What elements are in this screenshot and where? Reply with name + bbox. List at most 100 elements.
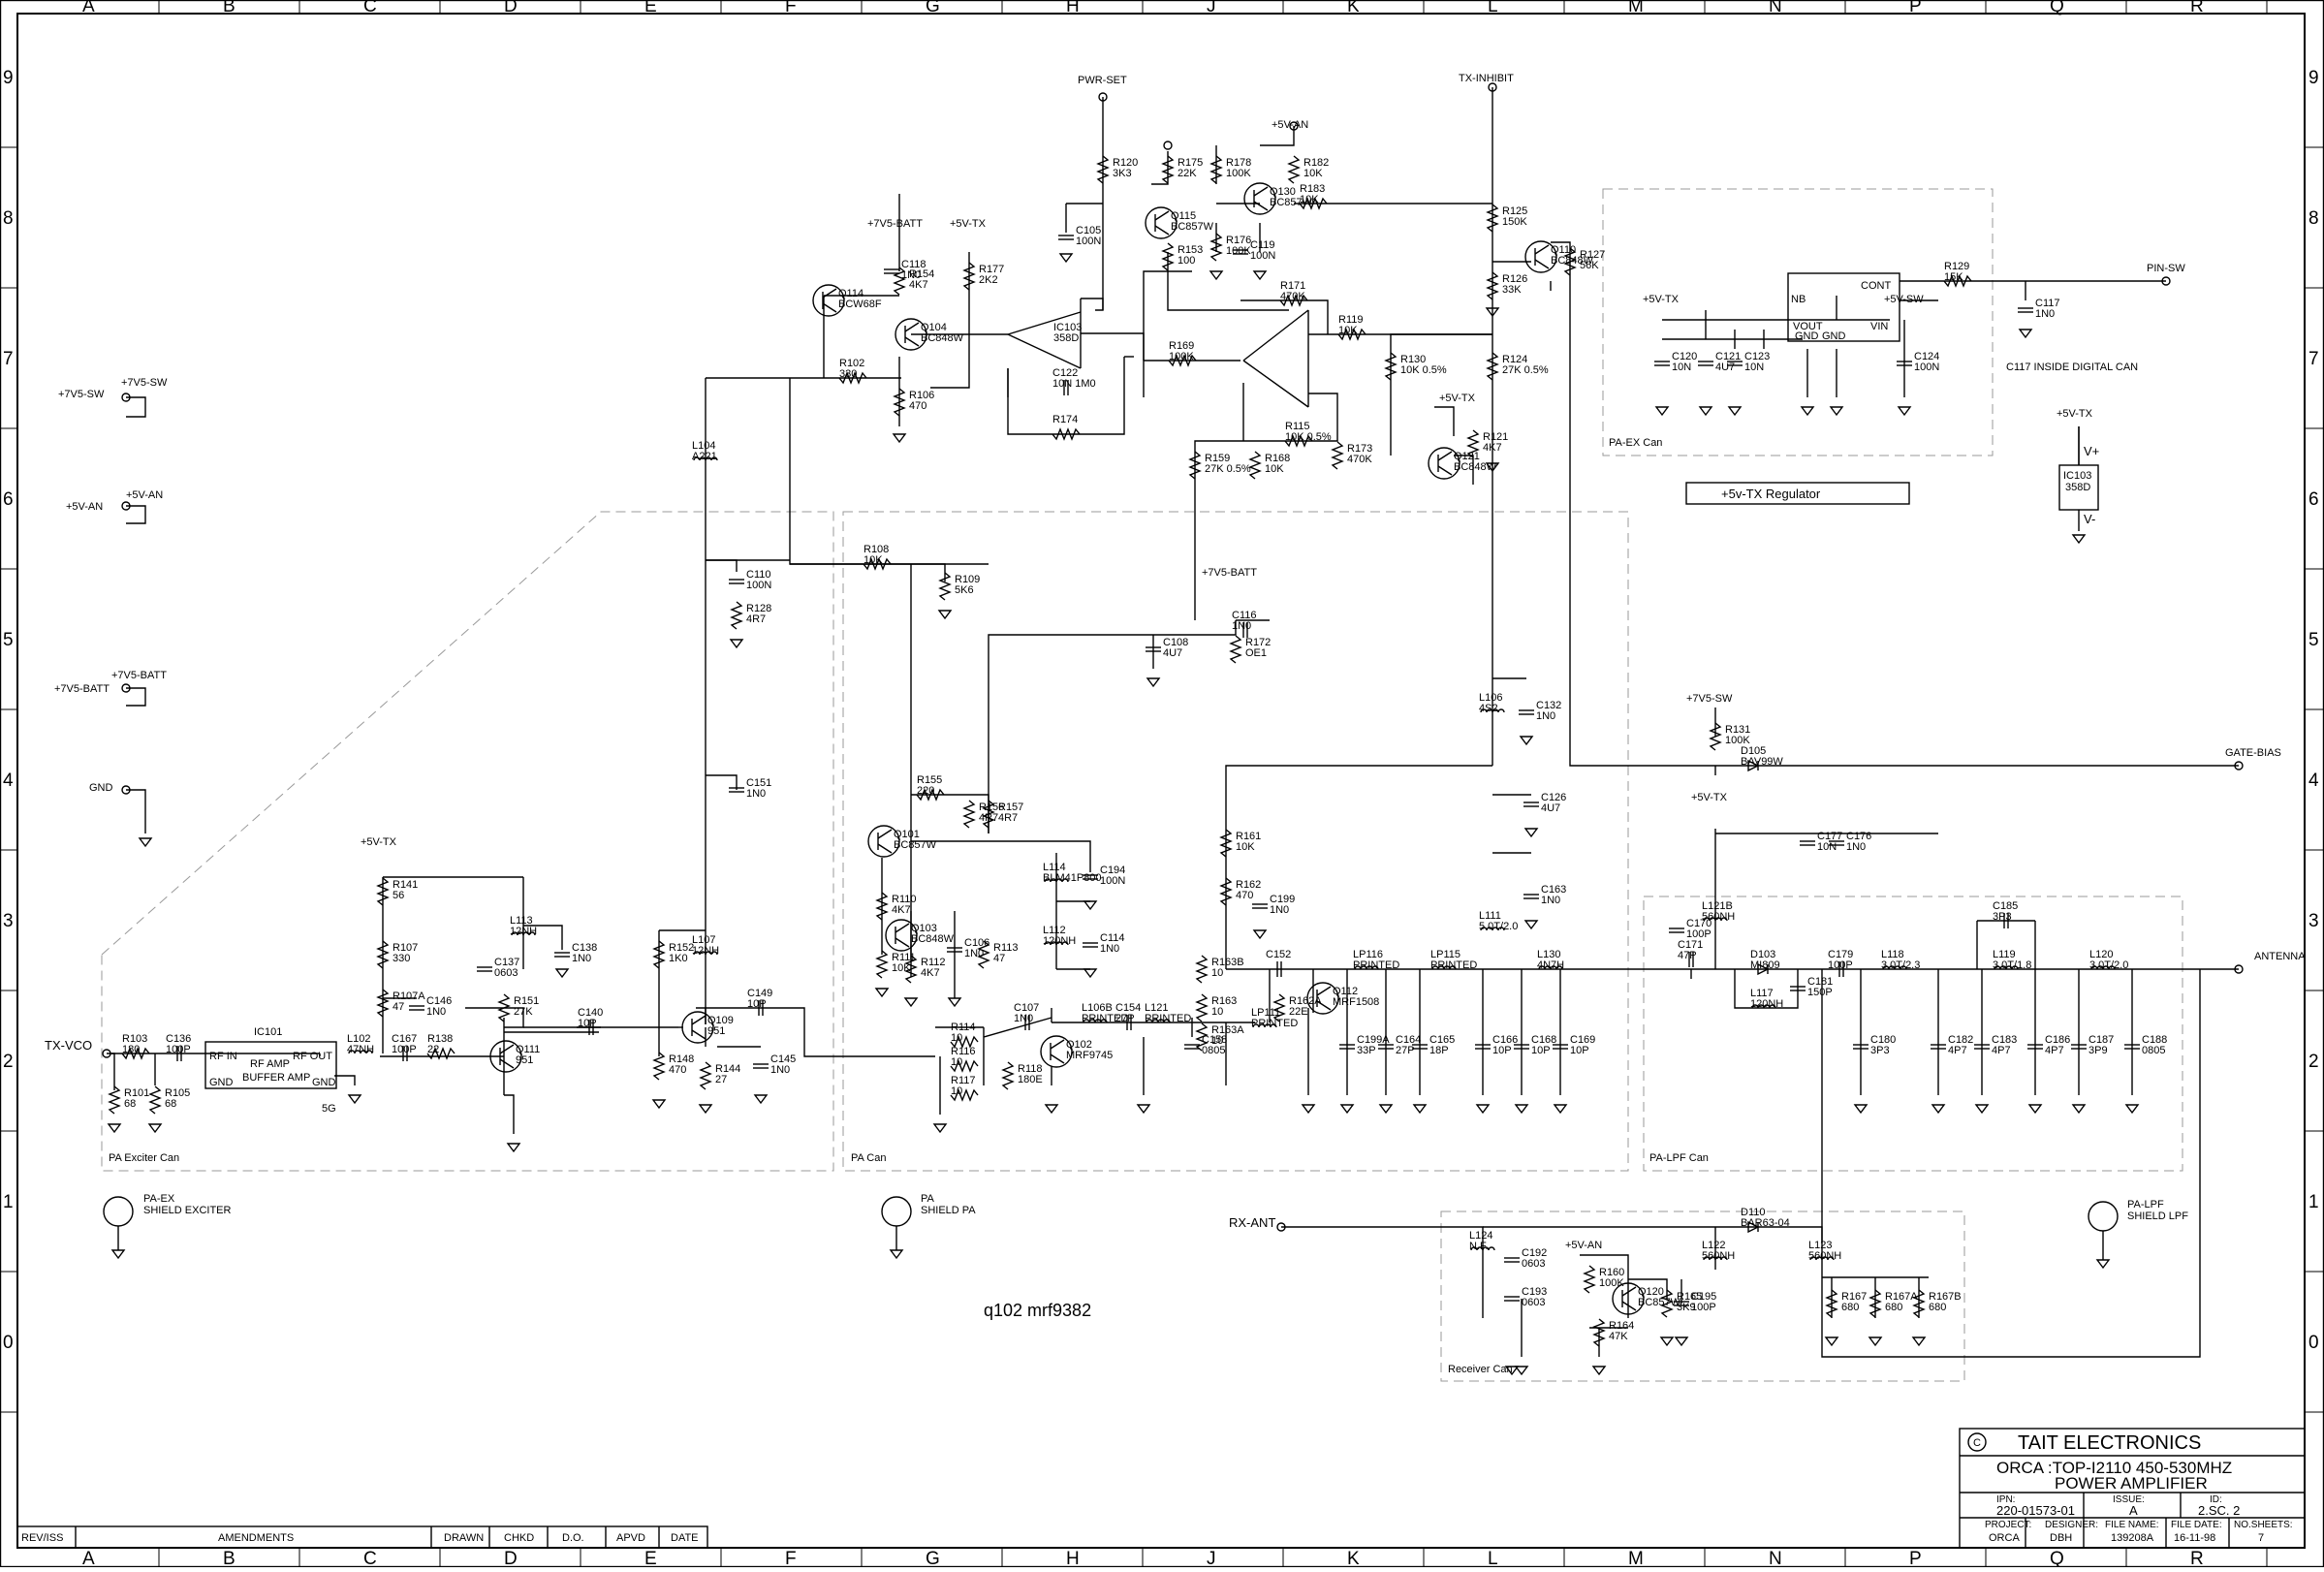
sym-l102 <box>348 1050 373 1054</box>
component-symbols <box>102 82 2244 1376</box>
sym-q111 <box>489 1040 522 1073</box>
sym-r110 <box>875 892 889 921</box>
net-5v-sw-reg: +5V-SW <box>1884 294 1924 305</box>
val-q102: MRF9745 <box>1066 1050 1113 1061</box>
sym-c136 <box>176 1046 182 1061</box>
ref-c199a: C199A <box>1357 1034 1390 1046</box>
ref-c182: C182 <box>1948 1034 1973 1046</box>
ground-symbol <box>932 1123 948 1134</box>
val-l111: 5.0T/2.0 <box>1479 921 1518 932</box>
sym-r153 <box>1161 242 1175 271</box>
val-c158: 0805 <box>1202 1045 1225 1056</box>
sym-c107 <box>1024 1015 1030 1030</box>
net-left-7v5sw-b: +7V5-SW <box>121 377 168 389</box>
sym-r118 <box>1001 1061 1015 1090</box>
ref-c169: C169 <box>1570 1034 1595 1046</box>
ref-r121: R121 <box>1483 431 1508 443</box>
net-gnd: GND <box>89 782 113 794</box>
ground-symbol <box>1485 307 1500 318</box>
pa-can-outline <box>842 511 1629 1172</box>
zone-row-right-9: 9 <box>2308 68 2319 88</box>
ref-l106b: L106B <box>1082 1002 1113 1014</box>
sym-c194 <box>1083 874 1098 880</box>
ground-symbol <box>107 1123 122 1134</box>
title-id: 2.SC. 2 <box>2198 1503 2240 1518</box>
sym-c140 <box>588 1020 594 1035</box>
val-r105: 68 <box>165 1098 176 1110</box>
sym-d110 <box>1747 1220 1760 1234</box>
sym-c176 <box>1829 840 1844 846</box>
val-r163: 10 <box>1211 1006 1223 1018</box>
zone-col-bottom-D: D <box>504 1549 518 1567</box>
ref-r111: R111 <box>892 952 916 963</box>
ref-r120: R120 <box>1113 157 1138 169</box>
pa-lpf-can-outline <box>1643 896 2183 1172</box>
net-port-marker <box>1276 1222 1286 1232</box>
ref-r171: R171 <box>1280 280 1305 292</box>
ref-c179: C179 <box>1828 949 1853 960</box>
ref-l104: L104 <box>692 440 715 452</box>
ref-c192: C192 <box>1522 1247 1547 1259</box>
val-l130: 4N7H <box>1537 959 1564 971</box>
sym-l122 <box>1703 1256 1728 1261</box>
ground-symbol <box>1475 1104 1491 1115</box>
val-c192: 0603 <box>1522 1258 1545 1270</box>
val-r111: 10K <box>892 962 911 974</box>
zone-col-top-B: B <box>223 0 236 16</box>
receiver-can-outline <box>1440 1210 1965 1382</box>
ground-symbol <box>1727 406 1743 417</box>
sym-r131 <box>1709 722 1722 751</box>
sym-c116 <box>1242 622 1248 638</box>
sym-r156 <box>962 800 976 829</box>
net-5v-tx-ic103: +5V-TX <box>2057 408 2093 420</box>
val-c119: 100N <box>1250 250 1275 262</box>
ref-c105: C105 <box>1076 225 1101 236</box>
sym-l107 <box>693 951 718 956</box>
sym-c132 <box>1519 709 1534 715</box>
ref-r183: R183 <box>1300 183 1325 195</box>
q102-note: q102 mrf9382 <box>984 1301 1091 1320</box>
ref-c194: C194 <box>1100 865 1125 876</box>
ground-symbol <box>1519 736 1534 746</box>
label-pa-ex-can: PA-EX Can <box>1609 437 1662 449</box>
sym-q130 <box>1243 182 1276 215</box>
ground-symbol <box>1868 1336 1883 1347</box>
val-c138: 1N0 <box>572 953 591 964</box>
val-r172: OE1 <box>1245 647 1267 659</box>
ref-r160: R160 <box>1599 1267 1624 1278</box>
can-labels: PA Exciter Can PA Can PA-EX Can PA-LPF C… <box>109 437 1709 1375</box>
val-l107: 12NH <box>692 945 719 957</box>
net-port-marker <box>121 393 131 402</box>
ground-symbol <box>874 988 890 998</box>
ground-symbol <box>1252 929 1268 940</box>
sym-r167b <box>1912 1289 1926 1318</box>
val-c167: 100P <box>392 1044 417 1055</box>
ref-c199: C199 <box>1270 894 1295 905</box>
val-l123: 560NH <box>1808 1250 1841 1262</box>
ref-r151: R151 <box>514 995 539 1007</box>
ic103-power-label-b: 358D <box>2065 482 2090 493</box>
ref-r105: R105 <box>165 1087 190 1099</box>
sym-r105 <box>148 1085 162 1115</box>
val-c199a: 33P <box>1357 1045 1376 1056</box>
sym-lp111 <box>1252 1023 1277 1028</box>
sym-r163 <box>1195 993 1209 1022</box>
sym-r165 <box>1660 1289 1674 1318</box>
ref-r148: R148 <box>669 1053 694 1065</box>
title-project-label: PROJECT: <box>1985 1520 2031 1530</box>
zone-row-left-2: 2 <box>3 1052 14 1072</box>
ref-r117: R117 <box>951 1075 975 1086</box>
val-r177: 2K2 <box>979 274 998 286</box>
val-c177: 10N <box>1817 841 1837 853</box>
shield-ex-a: PA-EX <box>143 1193 175 1205</box>
val-r161: 10K <box>1236 841 1255 853</box>
sym-c121 <box>1698 361 1713 366</box>
sym-l121b <box>1703 917 1728 922</box>
val-q103: BC848W <box>911 933 955 945</box>
ref-r174: R174 <box>1052 414 1078 425</box>
sym-r172 <box>1229 635 1242 664</box>
ref-c186: C186 <box>2045 1034 2070 1046</box>
ref-r155: R155 <box>917 774 942 786</box>
sym-r130 <box>1384 352 1398 381</box>
sym-c188 <box>2124 1044 2140 1050</box>
